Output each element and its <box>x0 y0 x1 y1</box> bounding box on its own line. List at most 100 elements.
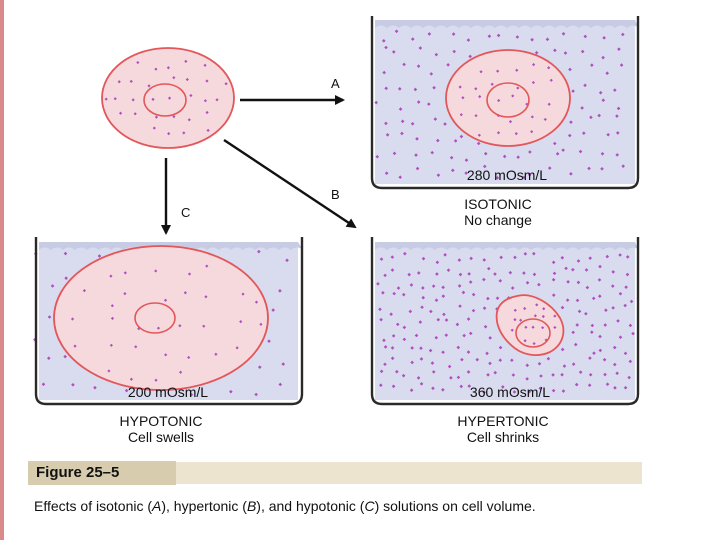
solute-particle <box>434 298 439 303</box>
solute-particle <box>605 71 610 76</box>
solute-particle <box>565 298 570 302</box>
isotonic-solutes <box>374 29 625 180</box>
solute-particle <box>615 114 619 118</box>
solute-particle <box>549 78 553 82</box>
solute-particle <box>547 166 552 170</box>
solute-particle <box>410 346 414 350</box>
solute-particle <box>281 362 286 366</box>
solute-particle <box>461 290 466 295</box>
solute-particle <box>184 59 188 63</box>
solute-particle <box>523 339 527 343</box>
solute-particle <box>508 270 513 275</box>
solute-particle <box>568 67 572 72</box>
solute-particle <box>384 45 388 50</box>
solute-particle <box>611 306 615 310</box>
solute-particle <box>254 300 259 304</box>
solute-particle <box>631 331 635 336</box>
solute-particle <box>603 323 608 327</box>
solute-particle <box>436 138 440 143</box>
solute-particle <box>486 266 491 271</box>
solute-particle <box>401 373 406 378</box>
solute-particle <box>592 351 596 355</box>
solute-particle <box>508 120 513 124</box>
solute-particle <box>382 70 386 75</box>
solute-particle <box>513 308 517 312</box>
solute-particle <box>403 251 407 256</box>
arrow-c-label: C <box>181 205 191 220</box>
solute-particle <box>490 82 494 86</box>
solute-particle <box>443 122 447 126</box>
solute-particle <box>215 98 219 102</box>
solute-particle <box>459 384 464 389</box>
solute-particle <box>466 38 471 42</box>
solute-particle <box>552 141 557 146</box>
solute-particle <box>50 284 55 288</box>
osmosis-diagram <box>33 16 640 406</box>
solute-particle <box>147 84 151 88</box>
solute-particle <box>446 268 451 272</box>
solute-particle <box>456 345 461 350</box>
solute-particle <box>93 385 97 390</box>
solute-particle <box>611 270 616 274</box>
solute-particle <box>402 62 406 67</box>
solute-particle <box>257 249 261 254</box>
solute-particle <box>588 256 593 260</box>
solute-particle <box>583 83 587 88</box>
hypertonic-cell-nucleus <box>515 318 551 348</box>
solute-particle <box>151 97 155 101</box>
solute-particle <box>483 151 488 156</box>
solute-particle <box>527 172 532 177</box>
solute-particle <box>415 137 419 141</box>
solute-particle <box>172 114 176 119</box>
solute-particle <box>451 168 455 173</box>
figure-caption: Effects of isotonic (A), hypertonic (B),… <box>34 498 536 514</box>
solute-particle <box>185 77 189 82</box>
solute-particle <box>136 60 140 65</box>
solute-particle <box>516 86 520 90</box>
solute-particle <box>178 370 183 374</box>
solute-particle <box>205 110 209 115</box>
solute-particle <box>420 305 424 310</box>
solute-particle <box>428 348 433 353</box>
solute-particle <box>553 48 557 53</box>
solute-particle <box>206 128 210 132</box>
solute-particle <box>467 384 472 388</box>
hypertonic-solutes <box>376 251 635 395</box>
solute-particle <box>214 352 218 356</box>
solute-particle <box>433 117 438 121</box>
solute-particle <box>531 63 536 67</box>
solute-particle <box>575 323 580 327</box>
solute-particle <box>544 338 548 342</box>
solute-particle <box>400 131 404 136</box>
solute-particle <box>442 312 446 317</box>
hypertonic-subtitle: Cell shrinks <box>466 429 540 445</box>
solute-particle <box>628 323 633 328</box>
solute-particle <box>390 255 395 259</box>
solute-particle <box>449 376 453 380</box>
solute-particle <box>561 389 566 393</box>
hypertonic-surface-wave <box>375 242 639 250</box>
solute-particle <box>525 377 529 381</box>
solute-particle <box>172 76 176 80</box>
solute-particle <box>441 285 445 290</box>
solute-particle <box>531 80 535 85</box>
solute-particle <box>474 87 478 91</box>
solute-particle <box>525 102 529 106</box>
solute-particle <box>598 90 603 95</box>
solute-particle <box>577 309 582 314</box>
solute-particle <box>598 348 603 353</box>
solute-particle <box>530 130 534 134</box>
solute-particle <box>436 173 441 177</box>
solute-particle <box>551 293 556 297</box>
solute-particle <box>443 253 447 257</box>
solute-particle <box>400 119 405 124</box>
solute-particle <box>541 326 545 330</box>
solute-particle <box>587 166 591 171</box>
hypertonic-concentration: 360 mOsm/L <box>469 384 551 400</box>
solute-particle <box>535 303 539 307</box>
solute-particle <box>511 94 515 98</box>
solute-particle <box>410 37 415 41</box>
solute-particle <box>625 255 630 259</box>
solute-particle <box>187 118 191 122</box>
solute-particle <box>566 280 570 284</box>
